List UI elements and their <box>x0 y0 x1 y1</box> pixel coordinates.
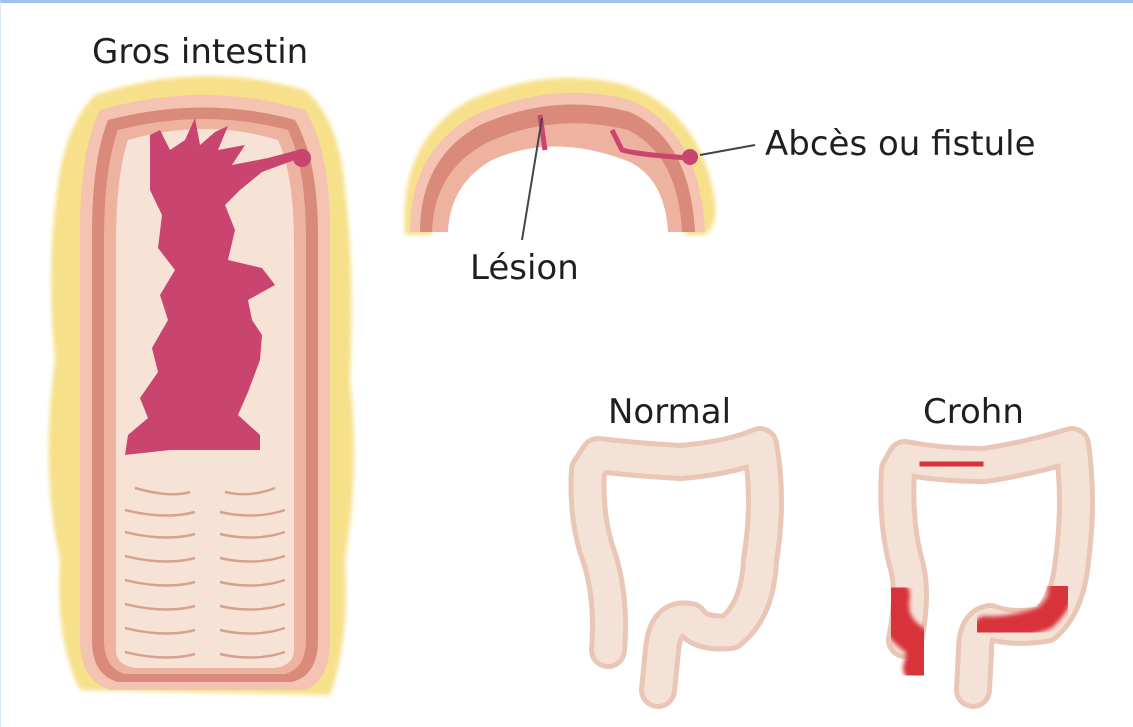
crohn-colon <box>894 445 1076 690</box>
label-abscess-fistula: Abcès ou fistule <box>765 124 1036 164</box>
label-crohn: Crohn <box>923 392 1024 432</box>
large-intestine-section <box>49 76 354 695</box>
arch-abscess-node <box>682 149 698 165</box>
normal-colon <box>588 445 766 690</box>
crohn-inflamed-transverse <box>925 462 978 466</box>
arch-section <box>404 78 755 240</box>
label-normal: Normal <box>608 392 731 432</box>
abscess-node <box>293 149 311 167</box>
abscess-leader-line <box>700 145 755 155</box>
label-lesion: Lésion <box>470 248 579 288</box>
label-large-intestine: Gros intestin <box>92 32 308 72</box>
